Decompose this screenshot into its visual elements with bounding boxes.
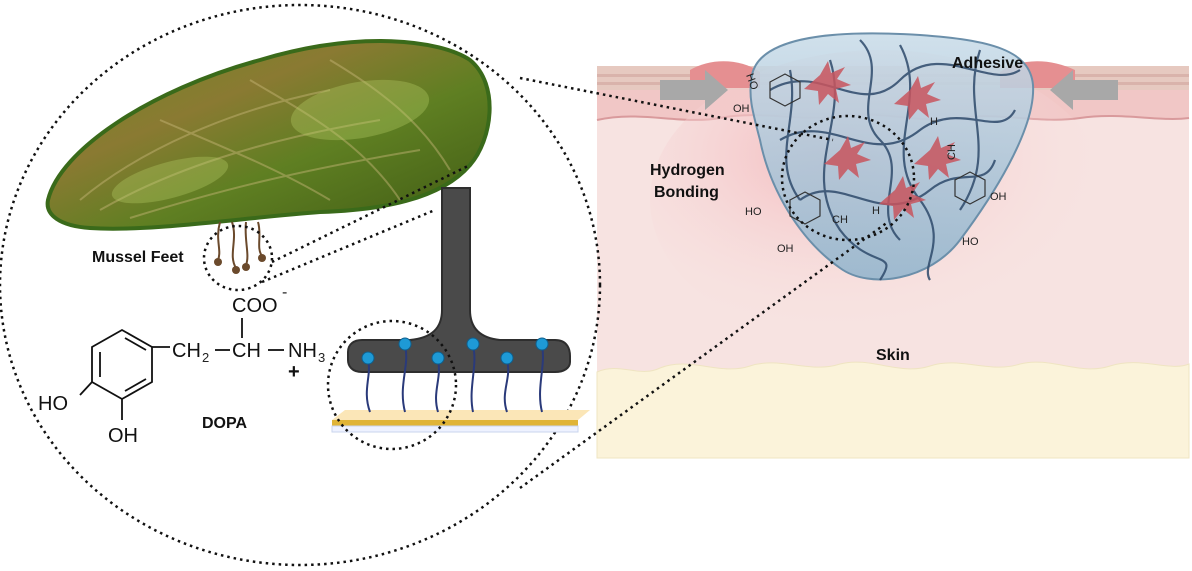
substrate-base [331, 425, 579, 433]
label-adhesive: Adhesive [952, 55, 1023, 72]
mol-ho-1: HO [743, 72, 760, 92]
dopa-ch2-sub: 2 [202, 350, 209, 365]
shell-highlights [111, 79, 430, 204]
stalk-body [347, 187, 571, 373]
dopa-coo: COO [232, 295, 278, 317]
catechol-beads [361, 337, 549, 365]
mussel-feet-pads [214, 254, 266, 274]
label-bonding: Bonding [654, 184, 719, 201]
mol-oh-2: OH [777, 243, 794, 255]
shell-texture [79, 59, 451, 219]
mol-oh-3: OH [990, 191, 1007, 203]
mol-h-2: H [930, 116, 938, 128]
zoom-connectors [519, 76, 889, 490]
substrate [331, 410, 590, 433]
substrate-top [332, 410, 590, 420]
zoom-circle-bonding [780, 114, 916, 242]
dopa-structure: COO - CH 2 CH NH 3 + HO OH DOPA [38, 284, 325, 447]
skin-molecule-labels: HO OH HO OH CH H H CH OH HO [733, 72, 1007, 255]
adhesive-stalk [347, 187, 571, 373]
label-mussel-feet: Mussel Feet [92, 249, 184, 266]
feet-connectors [261, 163, 471, 284]
mussel-feet-threads [217, 221, 263, 269]
mol-ch: CH [946, 144, 958, 160]
substrate-gold [332, 420, 578, 426]
dopa-nh3: NH [288, 340, 317, 362]
mol-oh-1: OH [733, 103, 750, 115]
zoom-circle-feet [202, 224, 274, 292]
label-dopa: DOPA [202, 415, 247, 432]
mussel [45, 39, 492, 231]
zoom-circle-main [0, 3, 602, 567]
mol-ch2: CH [832, 214, 848, 226]
catechol-rings [769, 73, 986, 225]
mussel-shell [45, 39, 492, 231]
mol-ho-2: HO [745, 206, 762, 218]
dopa-oh: OH [108, 425, 138, 447]
dopa-ch2: CH [172, 340, 201, 362]
label-hydrogen: Hydrogen [650, 162, 725, 179]
zoom-circle-substrate [326, 319, 458, 451]
arrow-left-icon [1050, 70, 1118, 110]
skin-panel: HO OH HO OH CH H H CH OH HO Hydrogen Bon… [596, 32, 1190, 459]
mol-h-1: H [872, 205, 880, 217]
dopa-bonds [79, 318, 284, 420]
arrow-right-icon [660, 70, 728, 110]
dopa-plus: + [288, 361, 300, 383]
dopa-ho: HO [38, 393, 68, 415]
dopa-ch: CH [232, 340, 261, 362]
label-skin: Skin [876, 347, 910, 364]
dopa-coo-charge: - [282, 284, 287, 301]
mol-ho-3: HO [962, 236, 979, 248]
dopa-nh3-sub: 3 [318, 350, 325, 365]
benzene-ring [91, 328, 153, 401]
skin-fat-layer [596, 361, 1190, 459]
